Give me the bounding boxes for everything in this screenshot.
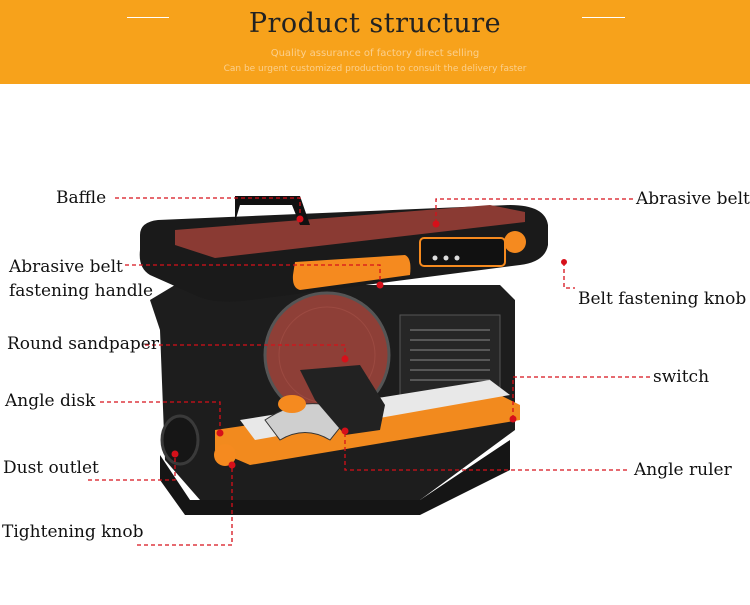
label-tightening-knob: Tightening knob [2, 522, 144, 542]
label-abrasive-belt-handle-line2: fastening handle [9, 281, 154, 301]
label-abrasive-belt-handle-line1: Abrasive belt [9, 257, 123, 277]
title-decoration-left [127, 17, 169, 18]
leader-lines [88, 197, 650, 546]
label-abrasive-belt: Abrasive belt [636, 189, 750, 209]
label-belt-fastening-knob: Belt fastening knob [578, 289, 747, 309]
label-angle-ruler: Angle ruler [634, 460, 732, 480]
abrasive-belt [175, 205, 525, 258]
label-baffle: Baffle [56, 188, 107, 208]
miter-fence [300, 365, 385, 435]
header-banner: Product structure Quality assurance of f… [0, 0, 750, 84]
leader-dots [171, 215, 567, 469]
label-dust-outlet: Dust outlet [3, 458, 99, 478]
title-decoration-right [582, 17, 625, 18]
tightening-knob [214, 444, 236, 466]
page-title: Product structure [248, 8, 502, 39]
label-switch: switch [653, 367, 710, 387]
banner-subtitle-secondary: Can be urgent customized production to c… [223, 64, 527, 74]
dust-outlet [160, 414, 200, 466]
control-panel [419, 237, 506, 267]
label-angle-disk: Angle disk [5, 391, 96, 411]
fastening-handle [292, 255, 411, 290]
label-round-sandpaper: Round sandpaper [7, 334, 159, 354]
angle-knob [278, 395, 306, 413]
banner-subtitle: Quality assurance of factory direct sell… [270, 48, 480, 59]
belt-knob [504, 231, 526, 253]
